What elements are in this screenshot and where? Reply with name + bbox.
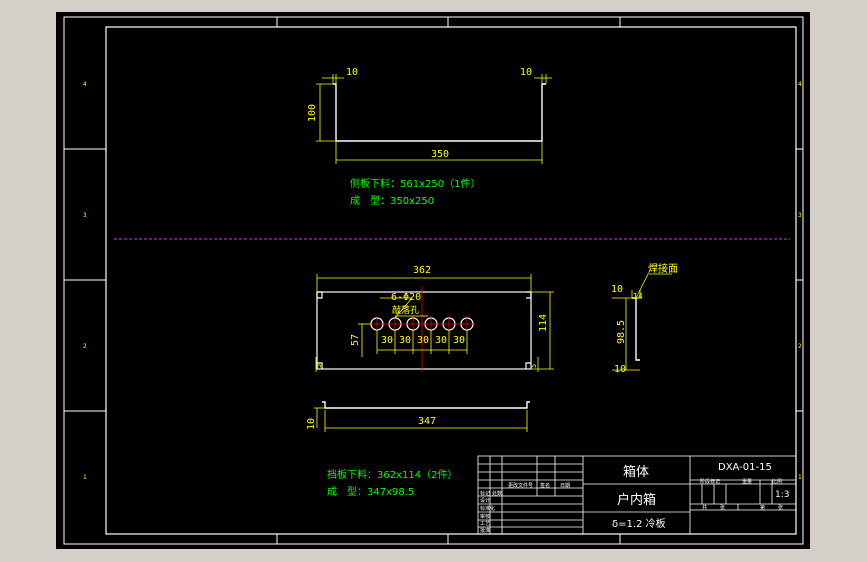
bottom-view-dimensions [314,407,528,432]
bottom-note-line1: 挡板下料：362x114（2件） [327,468,457,481]
title-label-no: 第 [760,504,765,511]
left-zone-strip [64,148,106,412]
title-scale: 1:3 [775,490,789,500]
title-label-sheet2: 张 [778,504,783,511]
title-material: δ=1.2 冷板 [612,517,666,530]
front-dim-holes: 6-Φ20 [391,292,421,303]
zone-right-1: 1 [798,474,802,481]
title-product-name: 户内箱 [617,492,656,508]
section-dim-top: 10 [611,284,623,295]
title-label-approve: 批准 [480,527,490,534]
front-view-dimensions [315,274,554,372]
section-view-dimensions [612,273,672,371]
side-dim-width: 350 [431,149,449,160]
title-label-stage: 阶段标记 [700,478,720,485]
title-label-standard: 标准化 [480,505,495,512]
front-spacing-2: 30 [399,335,411,346]
right-zone-strip [796,148,803,412]
side-view-profile [333,83,546,142]
front-hole-label: 敲落孔 [392,304,419,316]
zone-right-3: 3 [798,212,802,219]
front-spacing-5: 30 [453,335,465,346]
drawing-sheet [56,12,810,549]
title-label-sign: 签名 [540,482,550,489]
front-dim-total: 362 [413,265,431,276]
front-corner-dim-left: 5 [315,364,323,368]
zone-right-4: 4 [798,81,802,88]
title-part-name: 箱体 [623,464,649,480]
title-label-process: 工艺 [480,521,490,527]
zone-left-2: 2 [83,343,87,350]
zone-left-4: 4 [83,81,87,88]
side-note-line2: 成 型：350x250 [350,194,434,207]
front-view-panel [316,291,532,370]
title-label-review: 审核 [480,513,490,520]
title-label-date: 日期 [560,483,570,489]
title-label-total: 共 [702,504,707,511]
title-label-count: 处数 [492,490,502,497]
section-dim-flange: 14 [633,292,643,301]
front-dim-hole-y: 57 [350,334,361,346]
title-label-weight: 重量 [742,478,752,485]
section-weld-label: 焊接面 [648,262,678,275]
side-dim-flange-right: 10 [520,67,532,78]
front-dim-height: 114 [538,314,549,332]
title-label-mark: 标记 [480,490,490,497]
side-view-dimensions [316,74,552,164]
bottom-view-profile [322,401,530,409]
section-dim-height: 98.5 [616,320,627,344]
title-label-change-doc: 更改文件号 [508,482,533,489]
section-dim-bottom: 10 [614,364,626,375]
front-corner-dim-right: 5 [530,364,538,368]
bottom-dim-left: 10 [306,418,317,430]
title-block-grid [477,455,797,535]
zone-right-2: 2 [798,343,802,350]
front-spacing-4: 30 [435,335,447,346]
side-note-line1: 侧板下料：561x250（1件） [350,177,480,190]
front-spacing-1: 30 [381,335,393,346]
title-drawing-no: DXA-01-15 [718,462,772,473]
frame-ticks [276,17,621,544]
hole-centers [369,286,475,372]
side-dim-height: 100 [307,104,318,122]
title-label-scale: 比例 [772,478,782,485]
zone-left-3: 3 [83,212,87,219]
side-dim-flange-left: 10 [346,67,358,78]
bottom-note-line2: 成 型：347x98.5 [327,485,414,498]
front-spacing-3: 30 [417,335,429,346]
title-label-design: 设计 [480,497,490,504]
zone-left-1: 1 [83,474,87,481]
bottom-dim-length: 347 [418,416,436,427]
title-label-sheet1: 张 [720,504,725,511]
